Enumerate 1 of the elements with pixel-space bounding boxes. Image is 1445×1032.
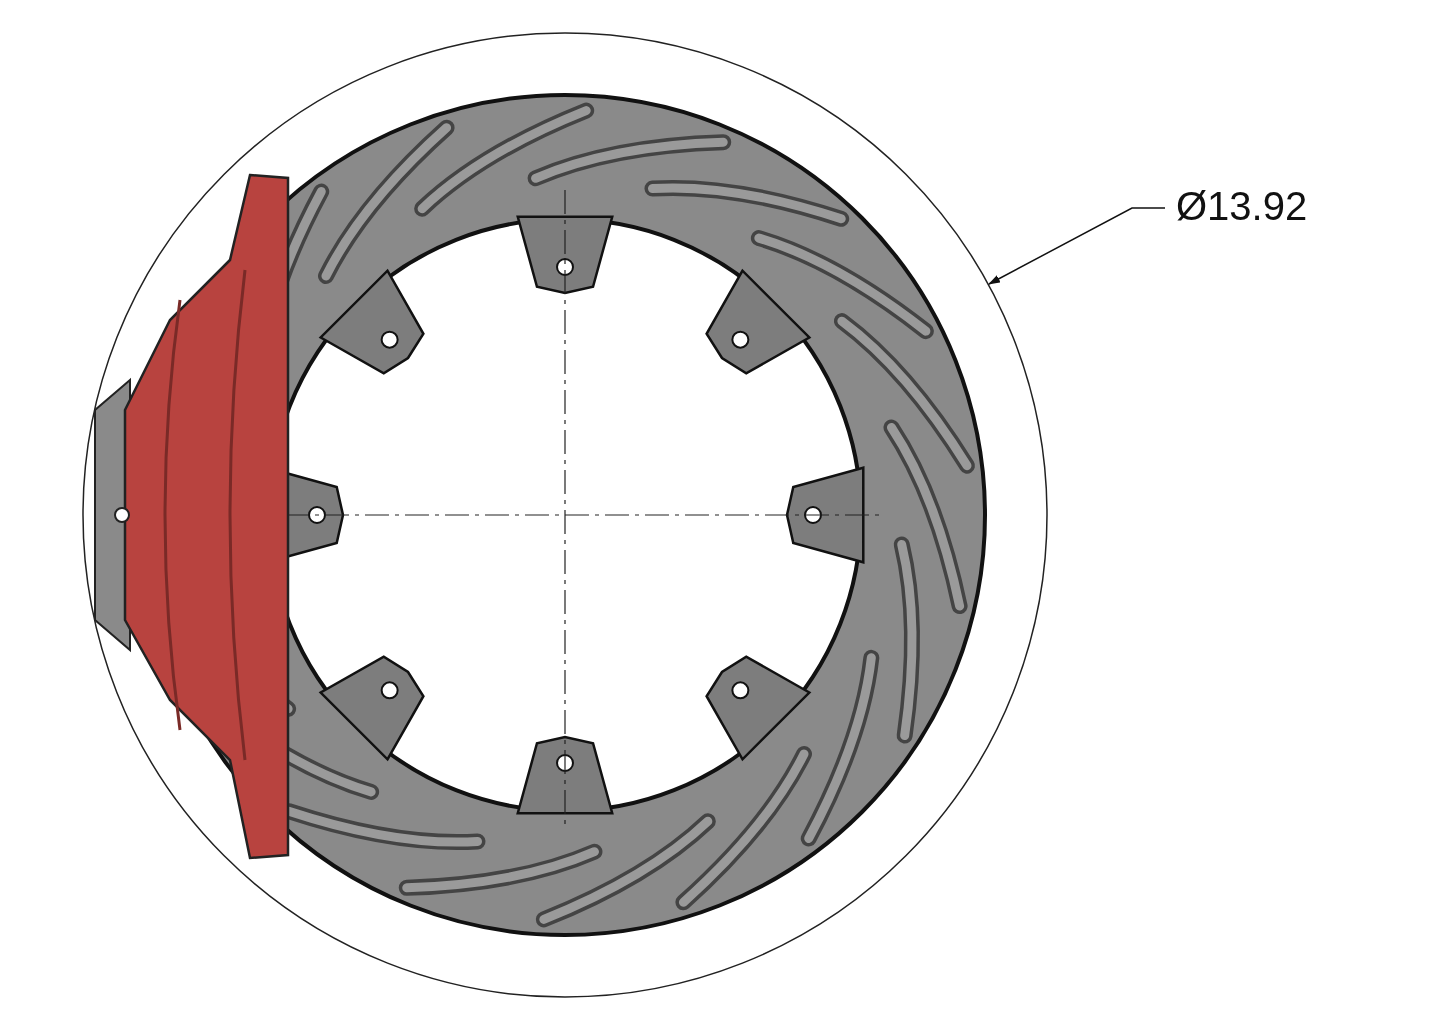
dimension-value: Ø13.92 xyxy=(1176,184,1308,229)
